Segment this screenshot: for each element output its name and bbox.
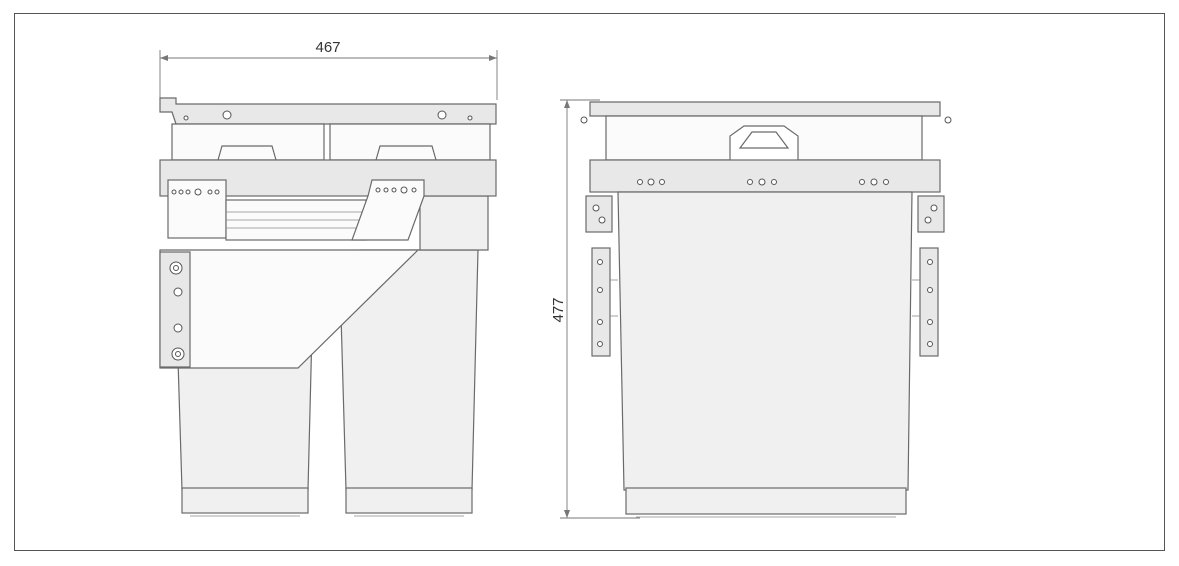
single-bin-rail bbox=[589, 159, 941, 193]
single-bin bbox=[617, 191, 913, 518]
carrier-plate bbox=[159, 249, 420, 369]
width-dimension: 467 bbox=[159, 39, 498, 100]
drawer-rail bbox=[159, 159, 497, 241]
height-dimension-label: 477 bbox=[550, 297, 567, 322]
height-dimension: 477 bbox=[550, 99, 640, 519]
left-bin bbox=[177, 329, 313, 517]
width-dimension-label: 467 bbox=[315, 39, 340, 56]
right-bracket bbox=[912, 195, 945, 357]
single-bin-view: 477 bbox=[550, 99, 952, 519]
top-frame bbox=[159, 97, 497, 161]
double-bin-view: 467 bbox=[159, 39, 498, 517]
left-bracket bbox=[585, 195, 618, 357]
bin-lid bbox=[580, 101, 952, 161]
right-bin bbox=[339, 249, 479, 517]
